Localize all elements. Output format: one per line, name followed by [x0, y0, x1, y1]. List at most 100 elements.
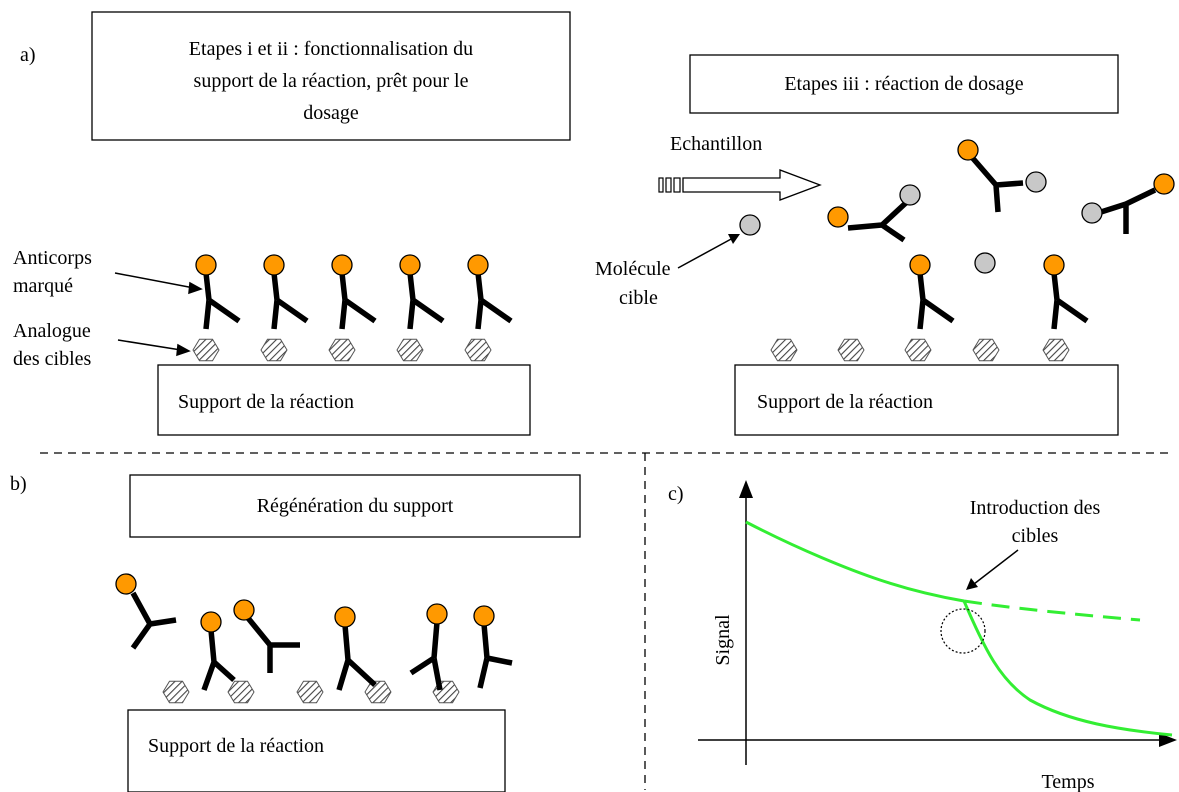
free-target-molecule: [974, 252, 996, 274]
steps-i-ii-line-3: dosage: [303, 102, 359, 124]
target-analogue-hexagon: [972, 338, 1000, 362]
antibody-arms: [339, 272, 377, 330]
labeled-antibody-label-1: Anticorps: [13, 247, 92, 269]
antibody-arms: [336, 624, 377, 691]
labeled-antibody-bead: [399, 254, 421, 276]
antibody-arms: [917, 272, 955, 330]
target-analogue-hexagon: [396, 338, 424, 362]
signal-curve-without-targets: [963, 599, 1141, 622]
target-molecule-label-1: Molécule: [595, 258, 671, 280]
antibody: [967, 153, 1024, 213]
target-introduction-label-2: cibles: [1012, 525, 1059, 547]
target-analogue-hexagon: [904, 338, 932, 362]
captured-target-molecule: [899, 184, 921, 206]
antibody: [847, 197, 911, 243]
antibody-arms: [477, 623, 513, 689]
antibody-arms: [271, 272, 309, 330]
antibody: [203, 272, 241, 330]
step-iii-title: Etapes iii : réaction de dosage: [784, 73, 1023, 95]
labeled-antibody-bead: [957, 139, 979, 161]
target-molecule-arrowhead-icon: [728, 234, 740, 244]
free-target-molecule: [739, 214, 761, 236]
antibody: [245, 616, 300, 673]
reaction-support-bottom: [127, 709, 506, 792]
reaction-support-left-label: Support de la réaction: [178, 391, 354, 413]
target-molecule-pointer: [677, 237, 734, 269]
target-analogue-hexagon: [1042, 338, 1070, 362]
antibody: [130, 591, 177, 650]
reaction-support-right-label: Support de la réaction: [757, 391, 933, 413]
steps-i-ii-line-1: Etapes i et ii : fonctionnalisation du: [189, 38, 473, 60]
steps-i-ii-box: [91, 11, 571, 141]
antibody-arms: [130, 591, 177, 650]
target-introduction-marker: [940, 608, 986, 654]
antibody-arms: [847, 197, 911, 243]
antibody-arms: [203, 272, 241, 330]
antibody-arms: [1051, 272, 1089, 330]
panel-b-label: b): [10, 473, 27, 495]
labeled-antibody-bead: [233, 599, 255, 621]
labeled-antibody-bead: [426, 603, 448, 625]
annotation-arrows: [114, 272, 203, 357]
antibody-arms: [245, 616, 300, 673]
panel-c-label: c): [668, 483, 684, 505]
signal-curve-with-targets: [962, 600, 1173, 737]
reaction-support-right: [734, 364, 1119, 436]
antibody-arms: [1100, 187, 1157, 234]
regeneration-box: [129, 474, 581, 538]
antibody: [409, 621, 443, 691]
target-analogue-hexagon: [227, 680, 255, 704]
labeled-antibody-bead: [1043, 254, 1065, 276]
antibody-arms: [409, 621, 443, 691]
step-iii-box: [689, 54, 1119, 114]
antibody: [1051, 272, 1089, 330]
target-analogue-label-1: Analogue: [13, 320, 91, 342]
target-analogue-hexagon: [328, 338, 356, 362]
reaction-support-left: [157, 364, 531, 436]
antibody: [271, 272, 309, 330]
regeneration-title: Régénération du support: [257, 495, 454, 517]
target-analogue-label-2: des cibles: [13, 348, 92, 370]
target-analogue-hexagon: [364, 680, 392, 704]
x-axis-arrowhead-icon: [1159, 733, 1177, 747]
sample-label: Echantillon: [670, 133, 762, 155]
antibody: [477, 623, 513, 689]
antibody: [339, 272, 377, 330]
signal-curves: [745, 520, 1173, 737]
target-analogue-hexagon: [837, 338, 865, 362]
antibody: [407, 272, 445, 330]
labeled-antibody-bead: [827, 206, 849, 228]
labeled-antibody-label-2: marqué: [13, 275, 73, 297]
signal-curve-before-targets: [745, 520, 965, 603]
sample-flow-arrow-icon: [658, 169, 822, 201]
molecule-illustrations: [115, 139, 1175, 704]
target-analogue-arrowhead-icon: [176, 343, 191, 357]
target-introduction-arrowhead-icon: [966, 578, 978, 590]
antibody: [201, 629, 236, 691]
antibody: [917, 272, 955, 330]
captured-target-molecule: [1081, 202, 1103, 224]
labeled-antibody-bead: [263, 254, 285, 276]
x-axis-label: Temps: [1041, 771, 1094, 792]
labeled-antibody-bead: [1153, 173, 1175, 195]
target-introduction-pointer: [973, 549, 1019, 585]
target-analogue-pointer: [117, 339, 182, 351]
labeled-antibody-bead: [115, 573, 137, 595]
captured-target-molecule: [1025, 171, 1047, 193]
labeled-antibody-bead: [334, 606, 356, 628]
labeled-antibody-pointer: [114, 272, 195, 289]
reaction-support-bottom-label: Support de la réaction: [148, 735, 324, 757]
steps-i-ii-line-2: support de la réaction, prêt pour le: [194, 70, 469, 92]
labeled-antibody-bead: [909, 254, 931, 276]
labeled-antibody-bead: [467, 254, 489, 276]
labeled-antibody-bead: [195, 254, 217, 276]
labeled-antibody-arrowhead-icon: [188, 281, 203, 295]
antibody-arms: [475, 272, 513, 330]
antibody: [1100, 187, 1157, 234]
labeled-antibody-bead: [473, 605, 495, 627]
labeled-antibody-bead: [331, 254, 353, 276]
antibody: [336, 624, 377, 691]
target-analogue-hexagon: [770, 338, 798, 362]
antibody-arms: [201, 629, 236, 691]
